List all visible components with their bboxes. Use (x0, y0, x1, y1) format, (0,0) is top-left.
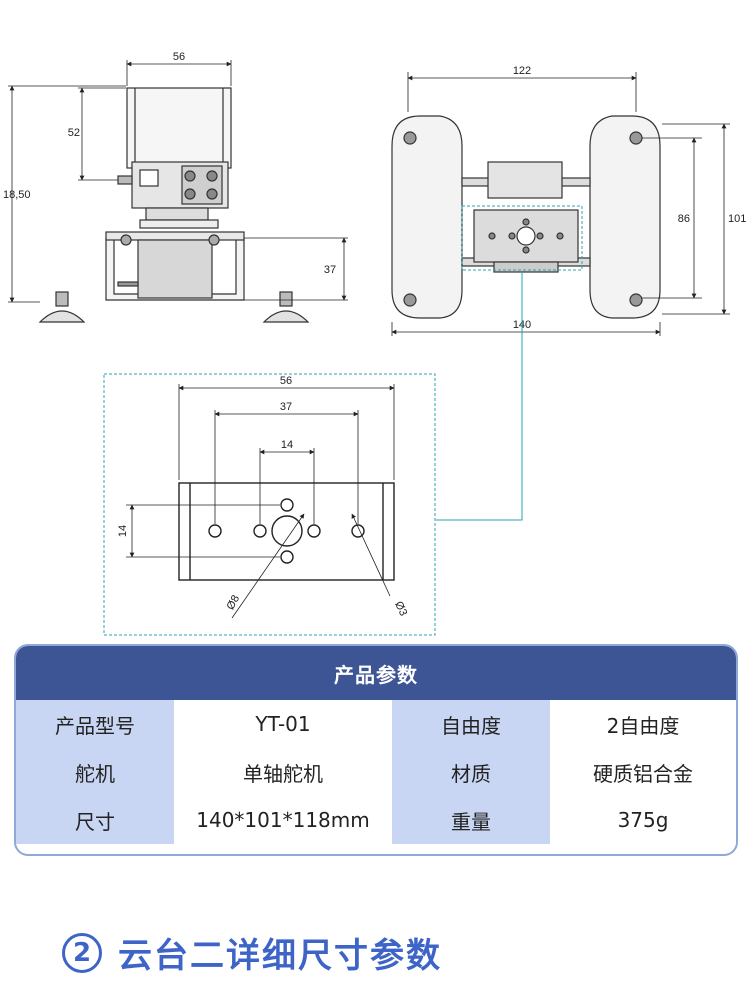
dim-bracket-width: 56 (280, 375, 292, 387)
spec-label-dof: 自由度 (392, 700, 550, 748)
spec-value-model: YT-01 (174, 700, 392, 748)
dim-top-depth-inner: 86 (678, 213, 690, 225)
top-view-dimensions (391, 72, 730, 336)
spec-label-material: 材质 (392, 748, 550, 796)
front-view (38, 87, 310, 323)
bracket-dimensions (126, 384, 395, 619)
dim-bracket-height: 14 (117, 525, 129, 537)
section-number-badge: 2 (62, 932, 102, 973)
dim-front-width: 56 (173, 51, 185, 63)
front-view-dimensions (8, 60, 348, 303)
spec-label-size: 尺寸 (16, 796, 174, 844)
spec-value-weight: 375g (550, 796, 736, 844)
spec-label-servo: 舵机 (16, 748, 174, 796)
spec-table-title: 产品参数 (16, 646, 736, 700)
section-title: 云台二详细尺寸参数 (118, 936, 442, 976)
spec-value-dof: 2自由度 (550, 700, 736, 748)
dim-bracket-hole-pitch-inner: 14 (281, 439, 293, 451)
section-heading: 2 云台二详细尺寸参数 (62, 928, 442, 977)
spec-value-servo: 单轴舵机 (174, 748, 392, 796)
top-view (391, 115, 661, 319)
spec-value-size: 140*101*118mm (174, 796, 392, 844)
spec-value-material: 硬质铝合金 (550, 748, 736, 796)
bracket-detail (178, 482, 395, 581)
dim-center-diameter: Ø8 (225, 593, 242, 612)
dim-bracket-hole-pitch-outer: 37 (280, 401, 292, 413)
dim-top-depth-outer: 101 (728, 213, 746, 225)
product-spec-table: 产品参数 产品型号 YT-01 自由度 2自由度 舵机 单轴舵机 材质 硬质铝合… (14, 644, 738, 856)
dim-front-base-height: 37 (324, 264, 336, 276)
spec-label-weight: 重量 (392, 796, 550, 844)
dim-front-total-height: 18,50 (3, 189, 31, 201)
detail-frame (103, 373, 436, 636)
detail-highlight-box (461, 205, 583, 271)
dim-hole-diameter: Ø3 (392, 600, 409, 618)
detail-leader-line (436, 272, 523, 521)
technical-drawing: 56 52 18,50 37 (3, 51, 746, 636)
spec-table-grid: 产品型号 YT-01 自由度 2自由度 舵机 单轴舵机 材质 硬质铝合金 尺寸 … (16, 700, 736, 844)
spec-label-model: 产品型号 (16, 700, 174, 748)
dim-top-width: 122 (513, 65, 531, 77)
dim-front-upper-height: 52 (68, 127, 80, 139)
